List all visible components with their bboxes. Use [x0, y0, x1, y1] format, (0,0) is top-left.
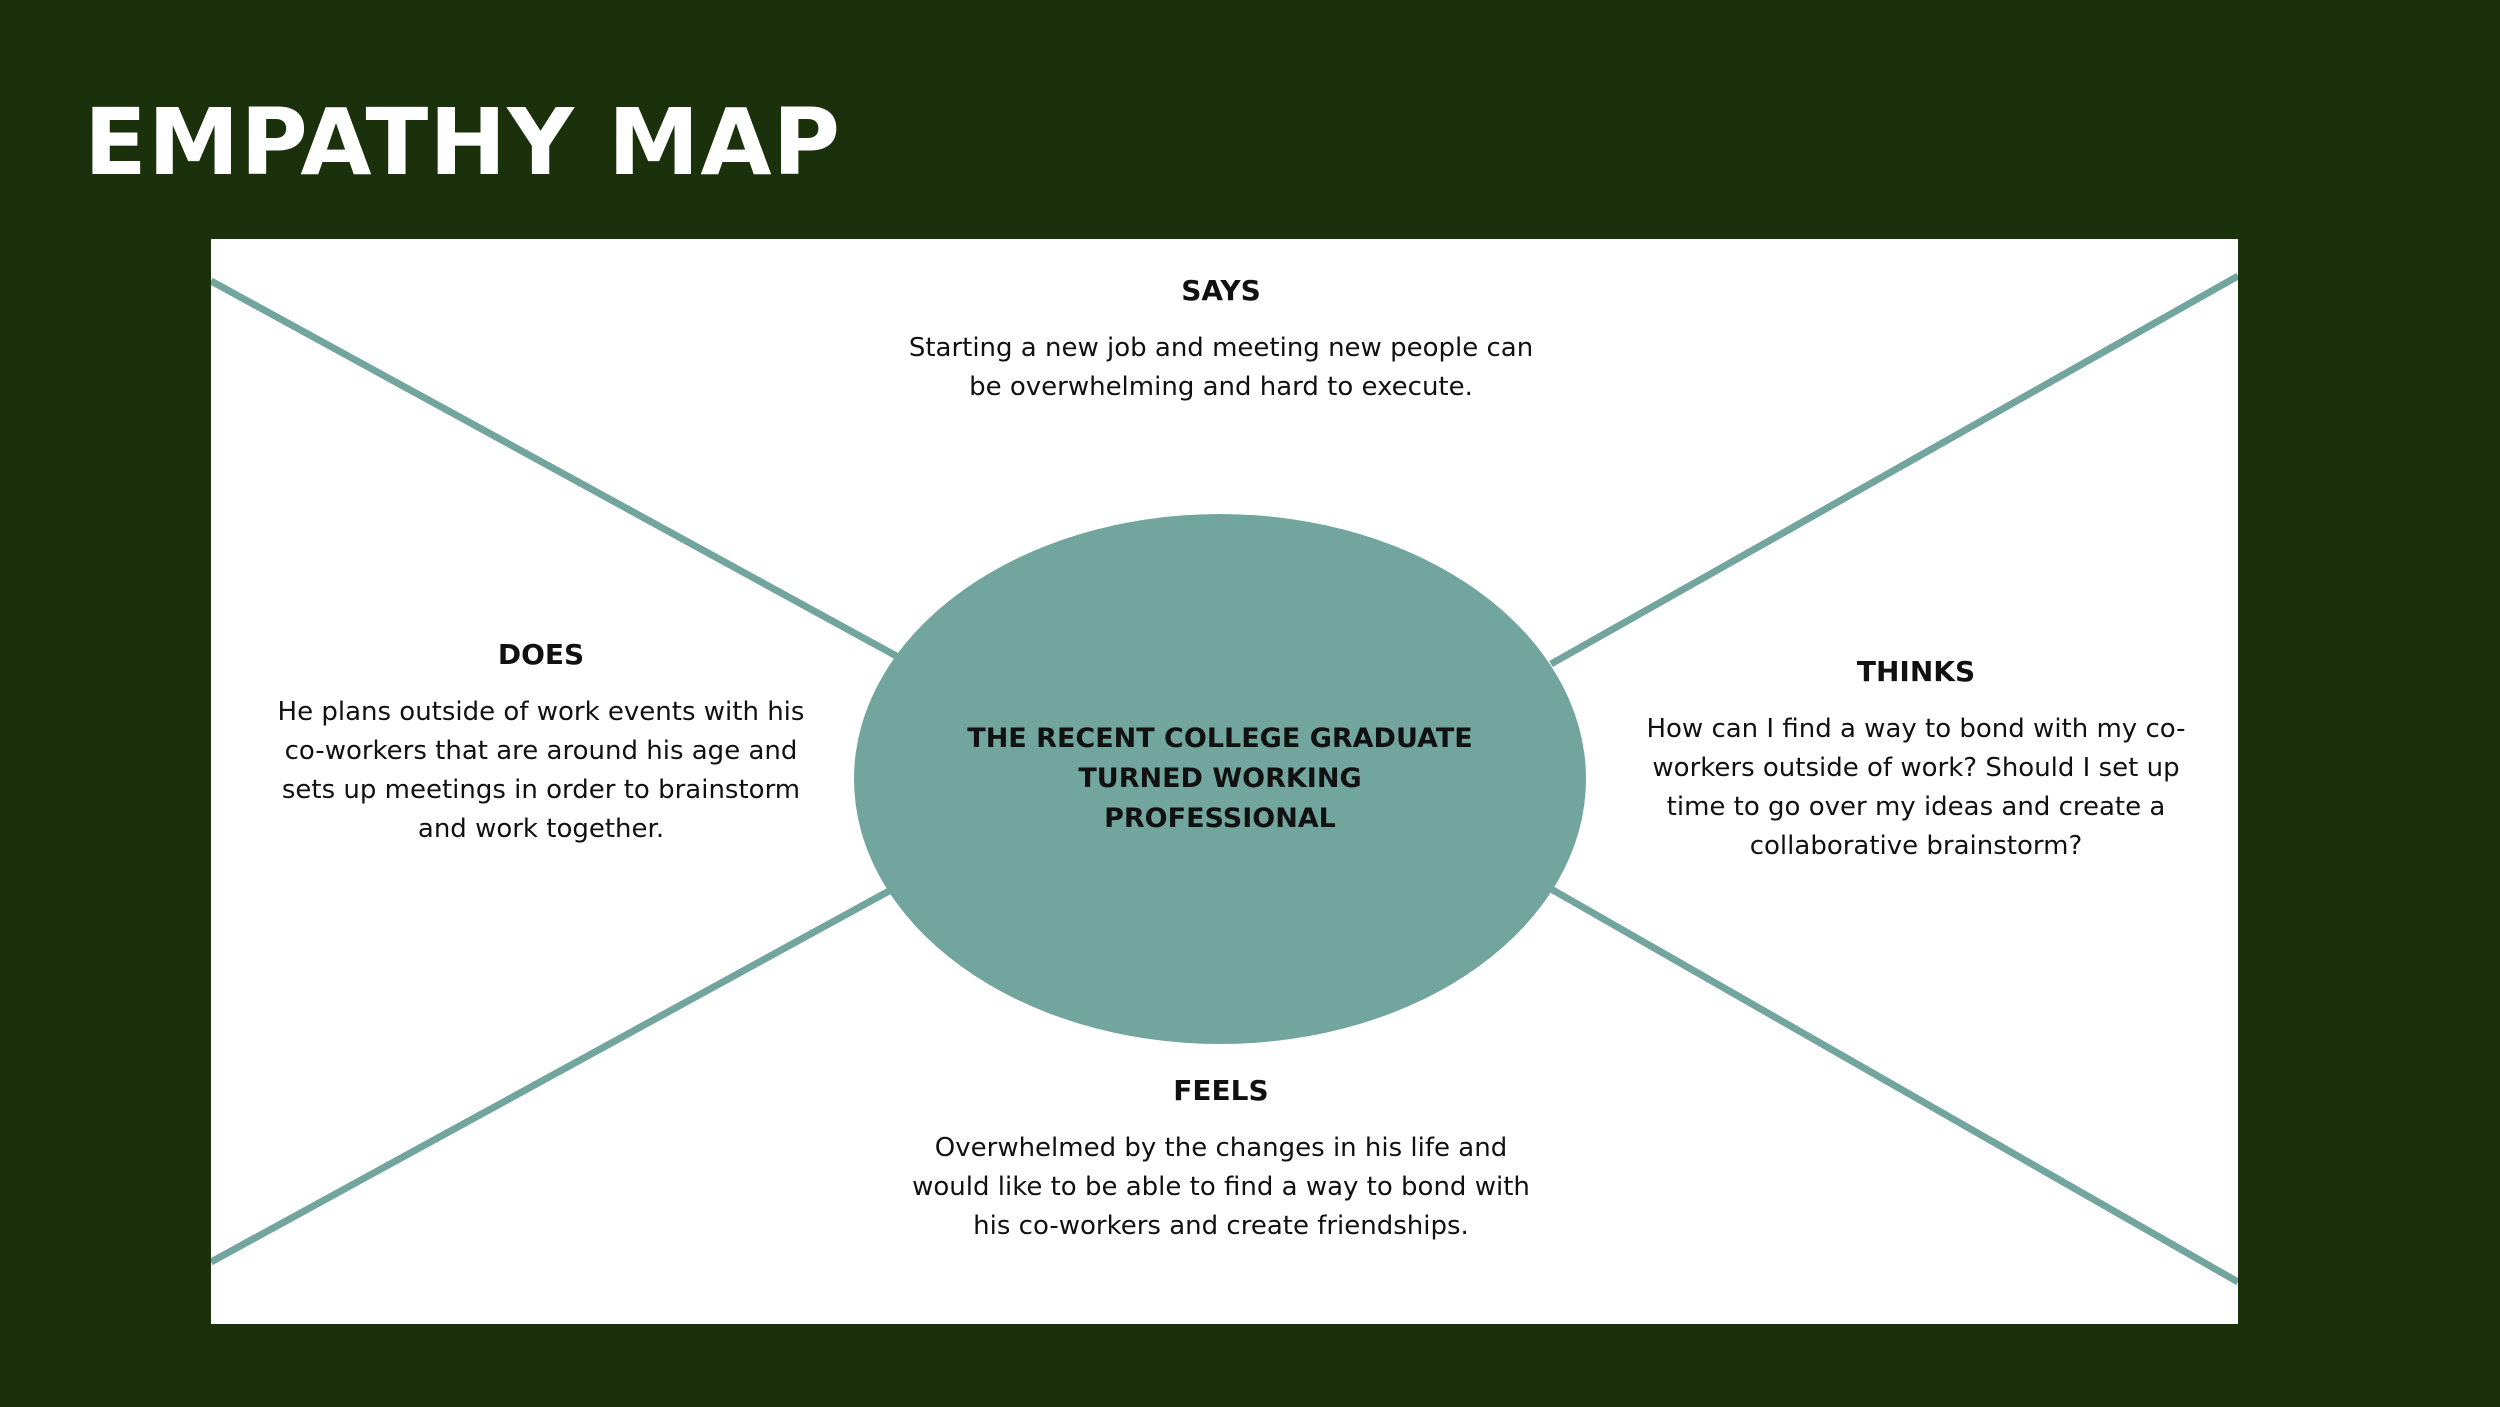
does-heading: DOES — [497, 638, 585, 671]
persona-center-ellipse: THE RECENT COLLEGE GRADUATE TURNED WORKI… — [854, 514, 1586, 1044]
divider-line-top-right — [1549, 272, 2238, 668]
page-title: EMPATHY MAP — [84, 89, 842, 196]
divider-line-top-left — [211, 277, 913, 668]
does-text: He plans outside of work events with his… — [277, 697, 805, 844]
says-text: Starting a new job and meeting new peopl… — [908, 333, 1534, 402]
divider-line-bottom-right — [1549, 885, 2238, 1286]
quadrant-feels: FEELS Overwhelmed by the changes in his … — [901, 1071, 1541, 1246]
quadrant-says: SAYS Starting a new job and meeting new … — [901, 271, 1541, 407]
divider-line-bottom-left — [211, 875, 913, 1266]
quadrant-does: DOES He plans outside of work events wit… — [261, 635, 821, 849]
says-heading: SAYS — [1181, 274, 1261, 307]
feels-text: Overwhelmed by the changes in his life a… — [912, 1133, 1530, 1241]
feels-heading: FEELS — [1173, 1074, 1269, 1107]
empathy-map-card: THE RECENT COLLEGE GRADUATE TURNED WORKI… — [211, 239, 2238, 1324]
thinks-heading: THINKS — [1856, 655, 1976, 688]
quadrant-thinks: THINKS How can I find a way to bond with… — [1636, 652, 2196, 866]
persona-label: THE RECENT COLLEGE GRADUATE TURNED WORKI… — [967, 723, 1473, 834]
thinks-text: How can I find a way to bond with my co-… — [1646, 714, 2186, 861]
quadrant-divider-lines — [211, 272, 2238, 1286]
